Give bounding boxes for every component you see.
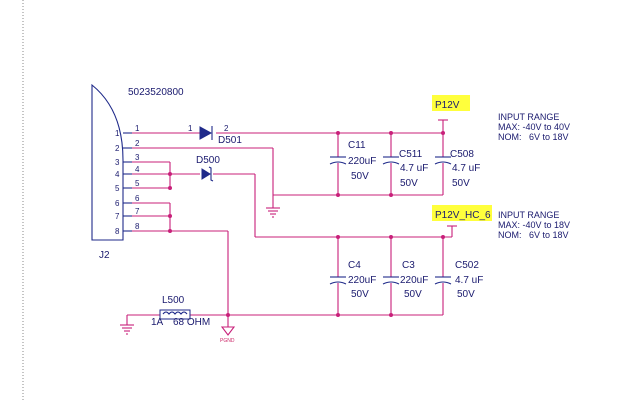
- pgnd-ground-icon: PGND: [220, 326, 236, 344]
- cap-ref: C502: [455, 260, 479, 271]
- rail-p12v: P12V: [435, 100, 460, 111]
- pin-label: 4: [115, 170, 120, 179]
- capacitor-c4: C4 220uF 50V: [329, 260, 376, 300]
- note-title: INPUT RANGE: [498, 112, 559, 122]
- p12v-hc-highlight: [432, 205, 492, 221]
- d501-ref: D501: [218, 135, 242, 146]
- cap-voltage: 50V: [351, 289, 369, 300]
- cap-value: 220uF: [400, 275, 428, 286]
- cap-ref: C508: [450, 149, 474, 160]
- cap-value: 220uF: [348, 156, 376, 167]
- ground-icon: [120, 324, 134, 335]
- p12v-highlight: [432, 95, 470, 111]
- d501-pin-k: 2: [224, 124, 229, 133]
- note-title: INPUT RANGE: [498, 210, 559, 220]
- note-bottom: INPUT RANGE MAX: -40V to 18V NOM: 6V to …: [498, 210, 570, 240]
- pin-num: 8: [135, 222, 140, 231]
- pin-num: 5: [135, 179, 140, 188]
- cap-value: 220uF: [348, 275, 376, 286]
- rail-p12v-hc: P12V_HC_6: [435, 210, 491, 221]
- pin-num: 2: [135, 139, 140, 148]
- d500-ref: D500: [196, 155, 220, 166]
- inductor-impedance: 68 OHM: [173, 317, 210, 328]
- diode-d501: 1 2 D501: [188, 124, 242, 146]
- pin-num: 4: [135, 165, 140, 174]
- pin-num: 6: [135, 194, 140, 203]
- cap-ref: C4: [348, 260, 361, 271]
- ground-icon: [266, 207, 280, 218]
- connector-ref: J2: [99, 250, 110, 261]
- cap-voltage: 50V: [351, 171, 369, 182]
- cap-value: 4.7 uF: [452, 163, 480, 174]
- capacitor-c502: C502 4.7 uF 50V: [434, 260, 483, 300]
- connector-part-number: 5023520800: [128, 87, 184, 98]
- cap-voltage: 50V: [457, 289, 475, 300]
- cap-voltage: 50V: [452, 178, 470, 189]
- d501-pin-a: 1: [188, 124, 193, 133]
- capacitor-c11: C11 220uF 50V: [329, 140, 376, 182]
- inductor-ref: L500: [162, 295, 185, 306]
- cap-value: 4.7 uF: [400, 163, 428, 174]
- cap-voltage: 50V: [400, 178, 418, 189]
- pin-label: 1: [115, 129, 120, 138]
- note-top: INPUT RANGE MAX: -40V to 40V NOM: 6V to …: [498, 112, 570, 142]
- pin-label: 3: [115, 158, 120, 167]
- wires: [126, 119, 457, 327]
- inductor-l500: L500 1A 68 OHM: [151, 295, 210, 328]
- capacitor-c508: C508 4.7 uF 50V: [434, 149, 480, 189]
- cap-ref: C11: [348, 140, 366, 151]
- capacitor-c3: C3 220uF 50V: [382, 260, 428, 300]
- junction-dots: [168, 131, 445, 317]
- capacitor-c511: C511 4.7 uF 50V: [382, 149, 428, 189]
- pin-num: 1: [135, 124, 140, 133]
- pin-num: 3: [135, 153, 140, 162]
- note-max: MAX: -40V to 18V: [498, 220, 570, 230]
- pgnd-label: PGND: [220, 338, 235, 344]
- note-nom: NOM: 6V to 18V: [498, 230, 569, 240]
- note-nom: NOM: 6V to 18V: [498, 132, 569, 142]
- pin-label: 2: [115, 144, 120, 153]
- pin-label: 5: [115, 184, 120, 193]
- pin-num: 7: [135, 207, 140, 216]
- connector-body: [91, 83, 124, 241]
- connector-j2: 5023520800 J2 1 2 3 4 5 6 7 8 1 2 3 4 5 …: [91, 83, 184, 261]
- cap-voltage: 50V: [404, 289, 422, 300]
- pin-label: 8: [115, 227, 120, 236]
- pin-label: 7: [115, 212, 120, 221]
- inductor-current: 1A: [151, 317, 164, 328]
- note-max: MAX: -40V to 40V: [498, 122, 570, 132]
- pin-label: 6: [115, 199, 120, 208]
- diode-d500: D500: [196, 155, 220, 182]
- cap-ref: C511: [399, 149, 423, 160]
- cap-ref: C3: [402, 260, 415, 271]
- cap-value: 4.7 uF: [455, 275, 483, 286]
